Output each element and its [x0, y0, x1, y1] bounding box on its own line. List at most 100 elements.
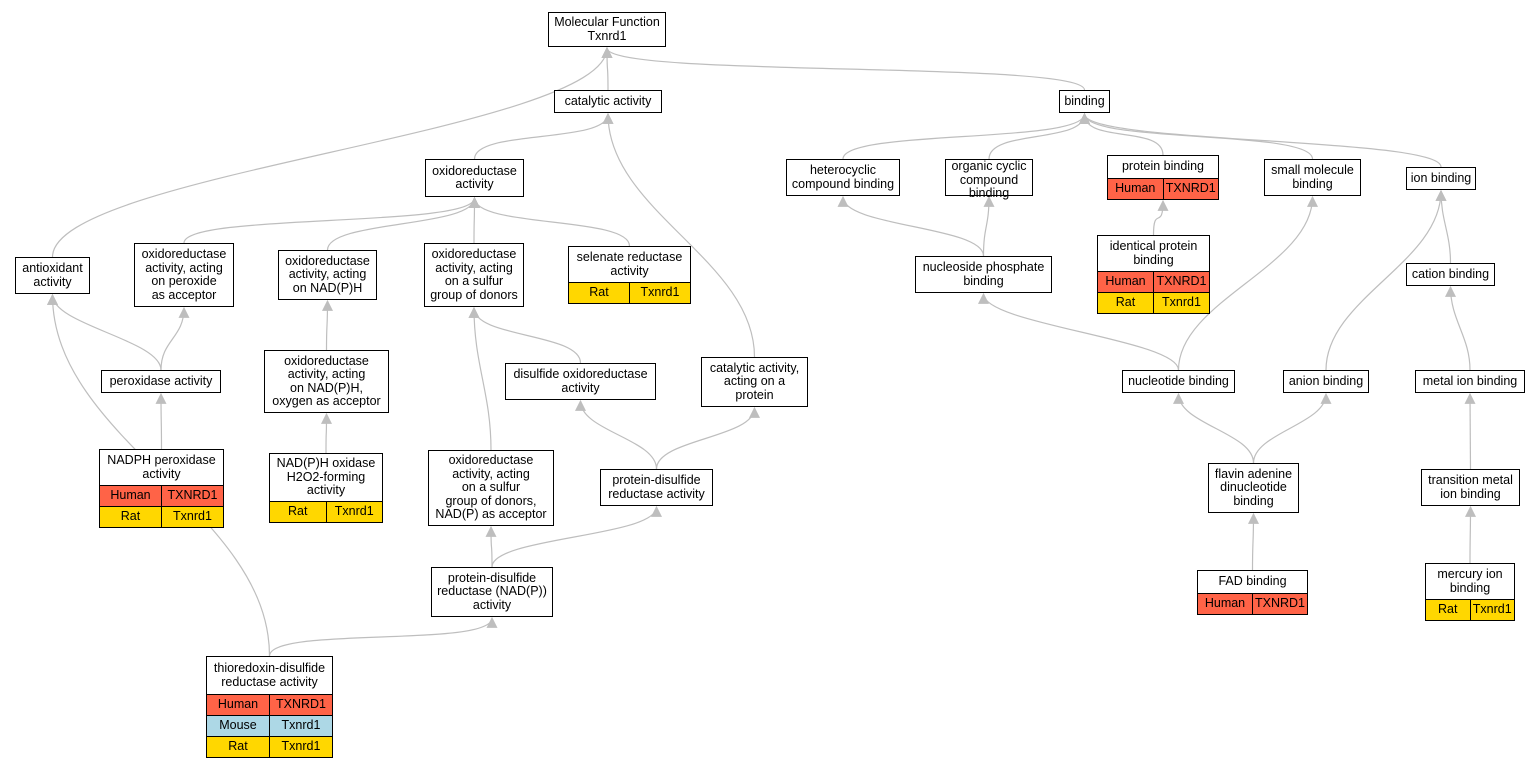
go-term-label: small molecule binding: [1271, 163, 1354, 191]
is-a-edge-cationbinding-to-ionbinding: [1435, 189, 1452, 264]
species-label: Rat: [228, 739, 248, 754]
go-term-label: selenate reductase activity: [576, 250, 683, 278]
go-term-node-organiccyclic[interactable]: organic cyclic compound binding: [945, 159, 1033, 200]
gene-symbol: Txnrd1: [1469, 600, 1515, 620]
go-term-node-oxsulfurnadp[interactable]: oxidoreductase activity, acting on a sul…: [428, 450, 554, 526]
go-term-node-oxidoreductase[interactable]: oxidoreductase activity: [425, 159, 524, 197]
go-term-node-antioxidant[interactable]: antioxidant activity: [15, 257, 90, 294]
go-term-node-flavin[interactable]: flavin adenine dinucleotide binding: [1208, 463, 1299, 513]
is-a-edge-catalytic-to-mf: [601, 46, 613, 91]
is-a-edge-oxperoxide-to-oxidoreductase: [183, 196, 480, 244]
go-term-node-peroxidase[interactable]: peroxidase activity: [101, 370, 221, 393]
go-term-label: oxidoreductase activity, acting on perox…: [141, 247, 227, 302]
species-label: Rat: [1115, 295, 1136, 310]
gene-symbol: Txnrd1: [1153, 293, 1209, 313]
gene-symbol: Txnrd1: [325, 502, 383, 522]
go-term-label: oxidoreductase activity, acting on NAD(P…: [285, 253, 370, 295]
go-term-node-binding[interactable]: binding: [1059, 90, 1110, 113]
is-a-edge-oxidoreductase-to-catalytic: [473, 112, 614, 160]
go-term-label: catalytic activity: [564, 93, 652, 108]
go-term-label: oxidoreductase activity, acting on NAD(P…: [272, 353, 381, 408]
is-a-edge-nucleosidephos-to-organiccyclic: [982, 195, 995, 257]
go-term-node-cationbinding[interactable]: cation binding: [1406, 263, 1495, 286]
is-a-edge-thioredoxin-to-pdisulfidenadp: [268, 616, 498, 657]
gene-symbol: Txnrd1: [269, 716, 332, 736]
species-label: Human: [1115, 181, 1156, 196]
go-term-node-smallmolecule[interactable]: small molecule binding: [1264, 159, 1361, 196]
is-a-edge-oxnadph-to-oxidoreductase: [326, 196, 480, 251]
is-a-edge-mercury-to-transitionmetal: [1464, 505, 1476, 564]
is-a-edge-organiccyclic-to-binding: [988, 112, 1090, 160]
is-a-edge-flavin-to-nucleotidebinding: [1173, 392, 1255, 464]
gene-symbol: Txnrd1: [269, 737, 332, 757]
go-term-label: disulfide oxidoreductase activity: [513, 367, 648, 395]
go-term-label: organic cyclic compound binding: [951, 159, 1027, 200]
is-a-edge-disulfideox-to-oxsulfur: [468, 306, 582, 364]
go-term-label: NADPH peroxidase activity: [107, 453, 216, 481]
go-term-node-mf[interactable]: Molecular Function Txnrd1: [548, 12, 666, 47]
go-term-node-anionbinding[interactable]: anion binding: [1283, 370, 1369, 393]
is-a-edge-nadphperox-to-peroxidase: [155, 392, 167, 450]
is-a-edge-metalion-to-cationbinding: [1445, 285, 1471, 371]
is-a-edge-oxnadphoxy-to-oxnadph: [321, 299, 333, 351]
gene-symbol: TXNRD1: [269, 695, 332, 715]
is-a-edge-nucleotidebinding-to-nucleosidephos: [978, 292, 1180, 371]
is-a-edge-transitionmetal-to-metalion: [1464, 392, 1476, 470]
annotation-row-rat: Rat Txnrd1: [1098, 292, 1209, 313]
go-term-node-transitionmetal[interactable]: transition metal ion binding: [1421, 469, 1520, 506]
gene-symbol: TXNRD1: [1162, 179, 1219, 199]
is-a-edge-antioxidant-to-mf: [51, 46, 613, 258]
go-term-node-disulfideox[interactable]: disulfide oxidoreductase activity: [505, 363, 656, 400]
go-term-node-catalytic[interactable]: catalytic activity: [554, 90, 662, 113]
is-a-edge-oxsulfurnadp-to-oxsulfur: [468, 306, 492, 451]
go-term-node-nucleotidebinding[interactable]: nucleotide binding: [1122, 370, 1235, 393]
go-term-node-oxnadph[interactable]: oxidoreductase activity, acting on NAD(P…: [278, 250, 377, 300]
annotation-row-rat: Rat Txnrd1: [1426, 599, 1514, 620]
go-term-label: ion binding: [1410, 170, 1472, 185]
go-term-label: flavin adenine dinucleotide binding: [1214, 466, 1293, 508]
is-a-edge-nucleosidephos-to-heterocyclic: [837, 195, 985, 257]
is-a-edge-pdisulfide-to-catprotein: [655, 406, 760, 470]
is-a-edge-fadbinding-to-flavin: [1247, 512, 1259, 571]
go-term-node-oxperoxide[interactable]: oxidoreductase activity, acting on perox…: [134, 243, 234, 307]
go-term-label: cation binding: [1411, 266, 1490, 281]
species-label: Mouse: [219, 718, 257, 733]
go-term-label: protein-disulfide reductase activity: [608, 473, 705, 501]
go-term-node-pdisulfide[interactable]: protein-disulfide reductase activity: [600, 469, 713, 506]
go-term-node-heterocyclic[interactable]: heterocyclic compound binding: [786, 159, 900, 196]
go-term-node-catprotein[interactable]: catalytic activity, acting on a protein: [701, 357, 808, 407]
go-term-label: antioxidant activity: [22, 261, 83, 289]
go-term-node-metalion[interactable]: metal ion binding: [1415, 370, 1525, 393]
go-term-node-oxnadphoxy[interactable]: oxidoreductase activity, acting on NAD(P…: [264, 350, 389, 413]
gene-symbol: TXNRD1: [161, 486, 223, 506]
go-term-node-nucleosidephos[interactable]: nucleoside phosphate binding: [915, 256, 1052, 293]
go-term-label: anion binding: [1288, 373, 1364, 388]
go-term-node-thioredoxin[interactable]: thioredoxin-disulfide reductase activity…: [206, 656, 333, 758]
is-a-edge-proteinbinding-to-binding: [1079, 112, 1164, 156]
is-a-edge-binding-to-mf: [601, 46, 1086, 91]
is-a-edge-anionbinding-to-ionbinding: [1325, 189, 1447, 371]
go-term-node-ionbinding[interactable]: ion binding: [1406, 167, 1476, 190]
species-label: Rat: [1438, 602, 1458, 617]
annotation-row-mouse: Mouse Txnrd1: [207, 715, 332, 736]
is-a-edge-peroxidase-to-oxperoxide: [160, 306, 190, 371]
go-term-node-pdisulfidenadp[interactable]: protein-disulfide reductase (NAD(P)) act…: [431, 567, 553, 617]
go-term-label: NAD(P)H oxidase H2O2-forming activity: [276, 456, 376, 498]
gene-symbol: TXNRD1: [1252, 594, 1307, 614]
gene-symbol: Txnrd1: [629, 283, 690, 303]
gene-symbol: Txnrd1: [161, 507, 223, 527]
is-a-edge-nadphoxidase-to-oxnadphoxy: [320, 412, 332, 454]
go-term-node-oxsulfur[interactable]: oxidoreductase activity, acting on a sul…: [424, 243, 524, 307]
gene-symbol: TXNRD1: [1153, 272, 1209, 292]
is-a-edge-peroxidase-to-antioxidant: [47, 293, 162, 371]
